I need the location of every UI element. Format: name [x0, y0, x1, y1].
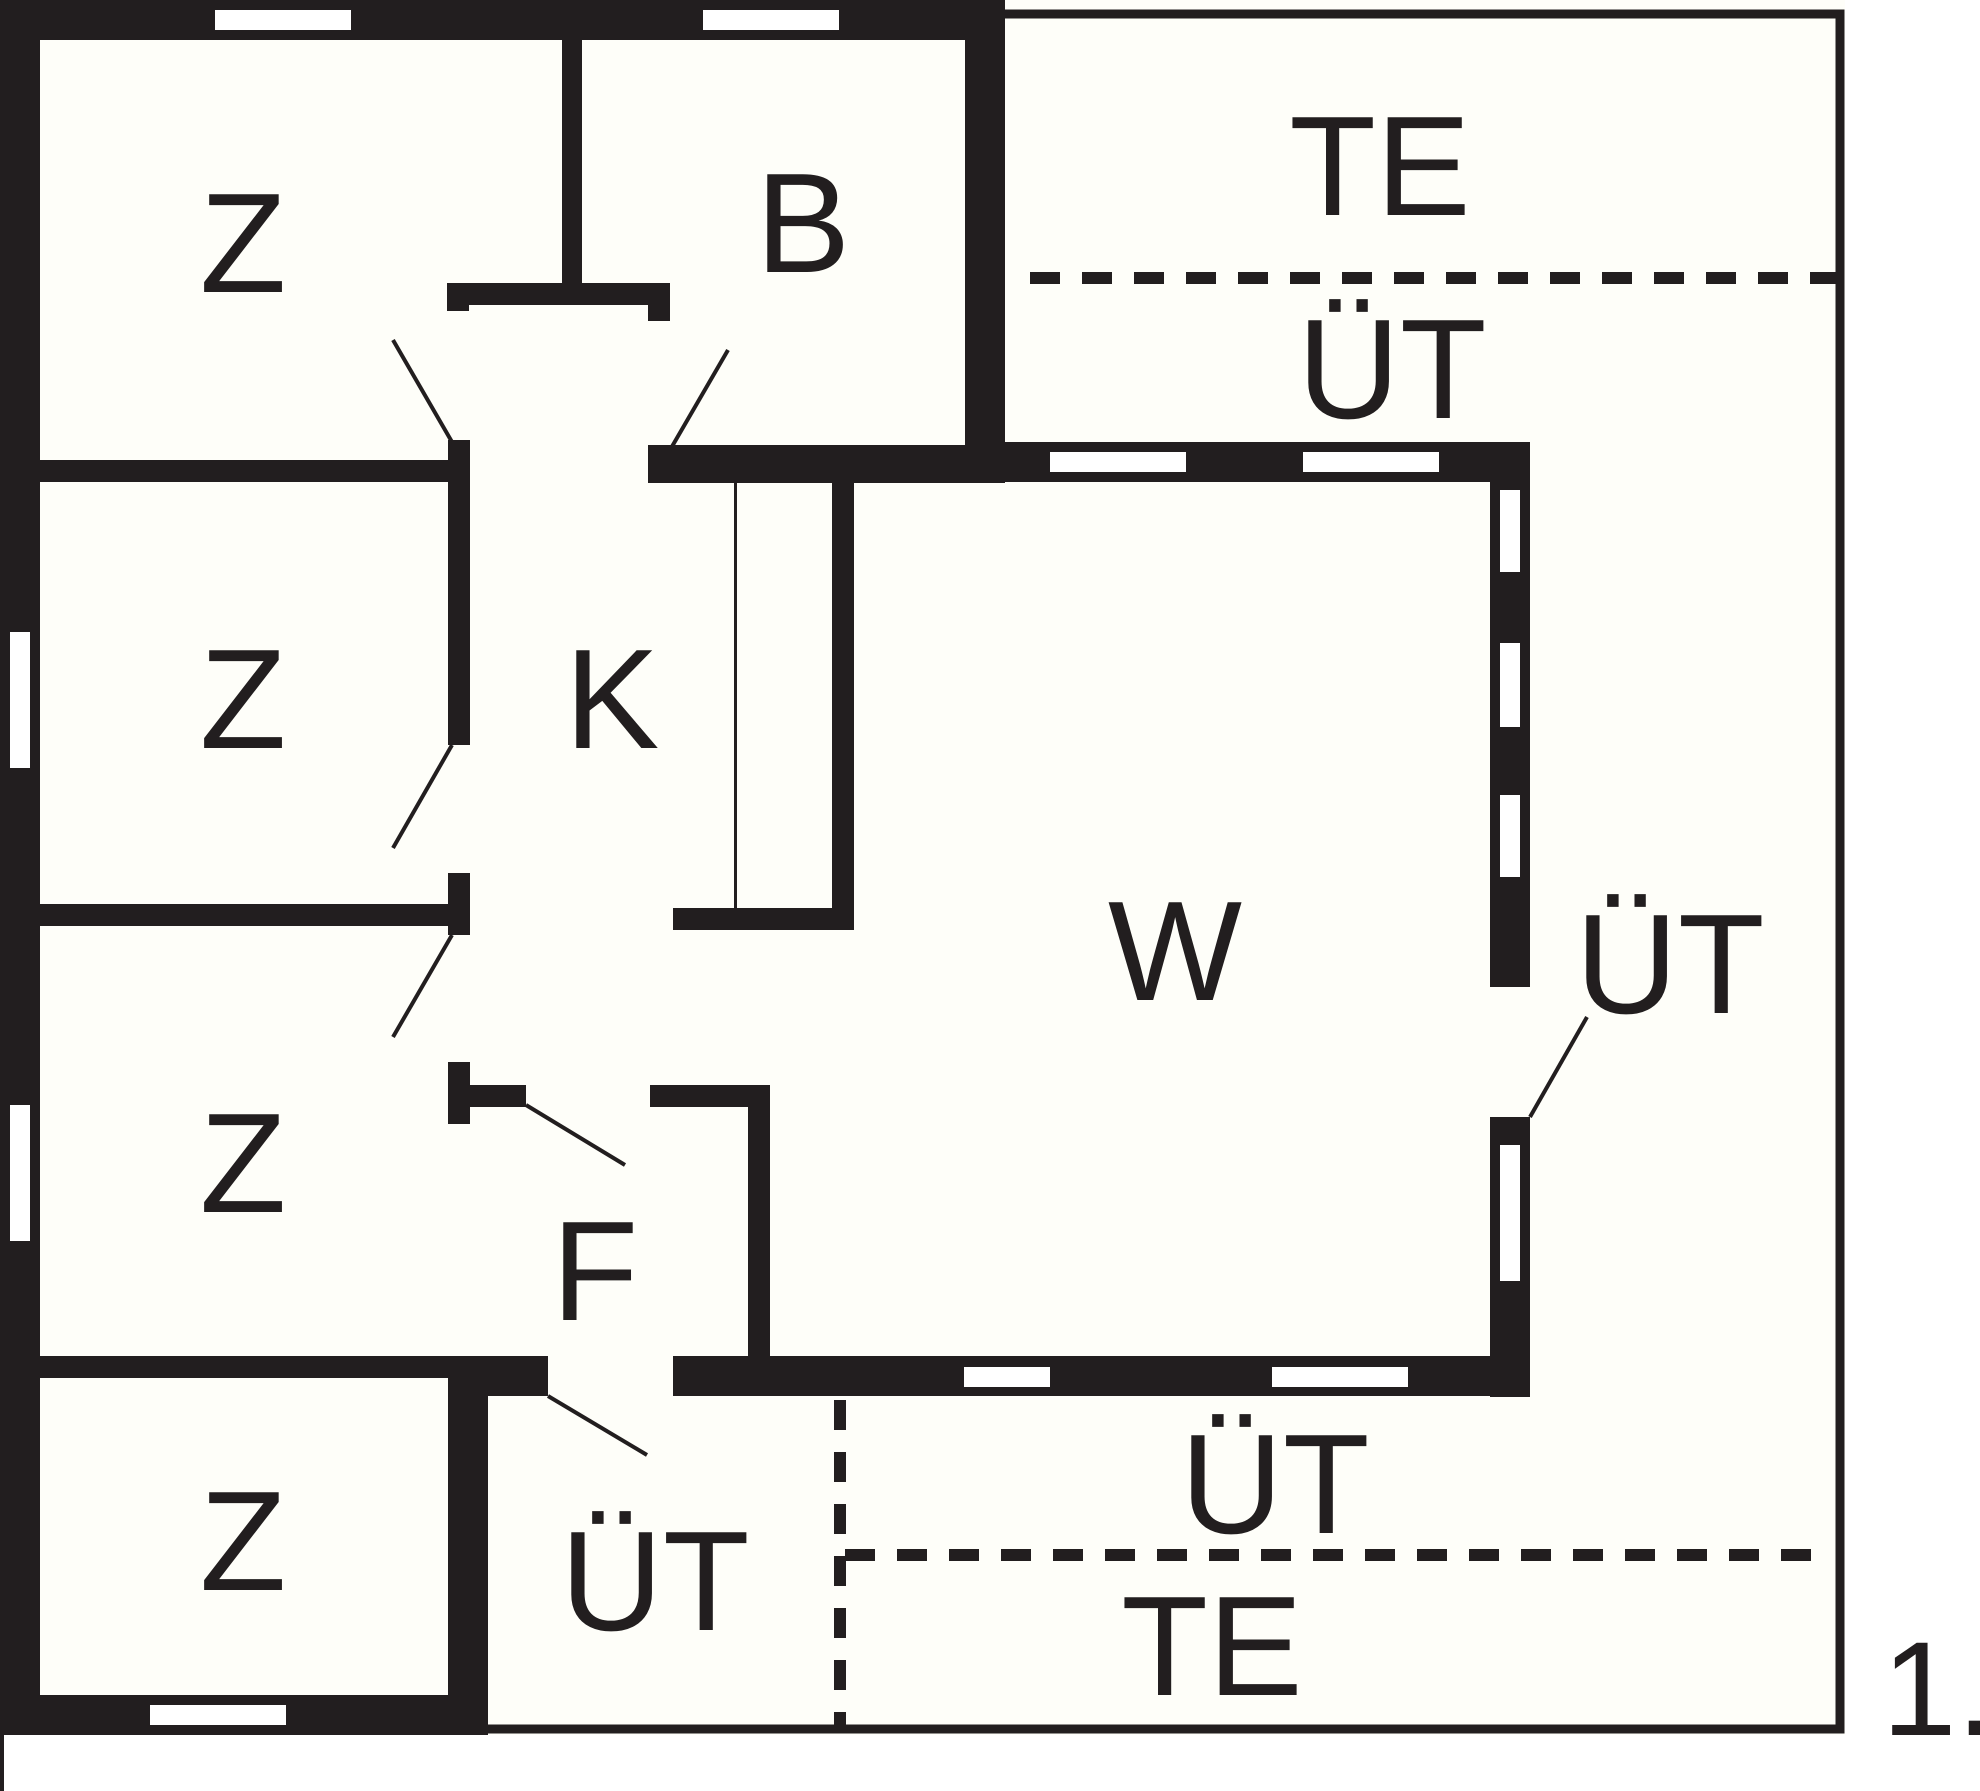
f-top-wall-b	[650, 1085, 770, 1107]
window-left-z2	[10, 632, 30, 768]
corridor-left-wall-a	[448, 440, 470, 745]
room-label-w: W	[1108, 872, 1242, 1031]
walls	[0, 0, 1530, 1735]
window-bottom-z4	[150, 1705, 286, 1725]
z2-bottom-wall	[30, 904, 450, 926]
room-label-te-top: TE	[1289, 87, 1470, 246]
room-label-z1: Z	[200, 164, 287, 323]
figure-number: 1.	[1882, 1615, 1980, 1764]
door-z3	[391, 933, 454, 1039]
corridor-top-left-stub	[447, 283, 469, 311]
corridor-top-right-stub	[648, 283, 670, 321]
kitchen-counter-line	[734, 480, 737, 910]
window-living-north-b	[1303, 452, 1439, 472]
room-label-z2: Z	[200, 620, 287, 779]
window-top-b	[703, 10, 839, 30]
door-z2	[391, 744, 454, 849]
door-z1	[391, 338, 454, 444]
room-label-b: B	[756, 144, 851, 303]
bath-east-wall	[965, 0, 1005, 480]
terrace-border	[484, 9, 1845, 1734]
top-outer-wall	[0, 0, 1000, 40]
room-label-z4: Z	[200, 1462, 287, 1621]
door-living-east	[1528, 1016, 1589, 1118]
f-top-wall-a	[448, 1085, 526, 1107]
z4-east-wall	[448, 1378, 488, 1735]
room-label-ut-bottom: ÜT	[1180, 1405, 1369, 1564]
room-label-f: F	[552, 1192, 639, 1351]
left-outer-wall	[0, 0, 40, 1735]
bath-bottom-wall	[648, 445, 1005, 483]
room-label-te-bottom: TE	[1121, 1567, 1302, 1726]
room-label-z3: Z	[200, 1084, 287, 1243]
window-living-east-a	[1500, 490, 1520, 572]
window-living-east-b	[1500, 643, 1520, 727]
corridor-left-wall-b	[448, 873, 470, 935]
z3-bottom-wall	[30, 1356, 450, 1378]
dashed-lines	[834, 272, 1840, 1729]
room-label-ut-top: ÜT	[1297, 290, 1486, 449]
left-edge-extension	[0, 1735, 4, 1791]
window-living-east-c	[1500, 795, 1520, 877]
kitchen-counter-wall	[832, 480, 854, 930]
doors	[391, 338, 1589, 1457]
door-b	[668, 348, 730, 452]
corridor-top-wall	[447, 283, 670, 305]
window-top-z1	[215, 10, 351, 30]
room-label-ut-right: ÜT	[1575, 885, 1764, 1044]
kitchen-counter-base	[673, 908, 854, 930]
door-entry	[546, 1394, 649, 1457]
floor-area	[0, 0, 1845, 1735]
z1-bottom-wall	[30, 460, 450, 482]
window-living-east-d	[1500, 1145, 1520, 1281]
window-left-z3	[10, 1105, 30, 1241]
room-labels: Z B TE ÜT Z K W ÜT Z F ÜT ÜT Z TE	[200, 87, 1765, 1726]
room-label-k: K	[565, 620, 660, 779]
z1-b-partition	[562, 30, 582, 285]
f-east-wall	[748, 1085, 770, 1375]
door-f	[524, 1103, 627, 1167]
window-living-south-b	[1272, 1367, 1408, 1387]
room-label-ut-entry: ÜT	[560, 1502, 749, 1661]
window-living-north-a	[1050, 452, 1186, 472]
window-living-south-a	[964, 1367, 1050, 1387]
windows	[10, 10, 1520, 1725]
